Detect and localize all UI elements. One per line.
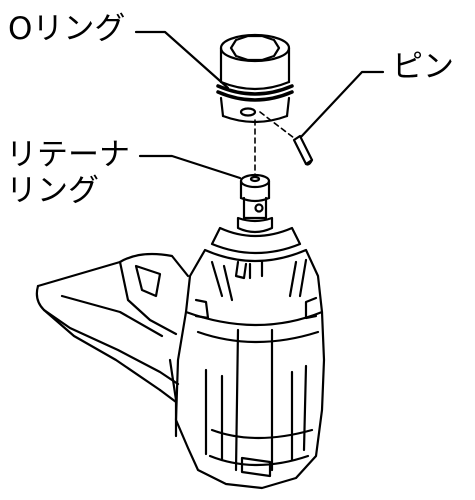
pin-alignment-dashed-line (259, 111, 295, 139)
o-ring-leader-line (134, 30, 230, 90)
anvil (236, 173, 274, 234)
o-ring (216, 84, 294, 96)
pin (292, 134, 314, 166)
pin-leader-line (298, 70, 385, 140)
tool-handle (35, 252, 190, 438)
o-ring-label: Oリング (8, 11, 126, 47)
retainer-ring-leader-line (138, 154, 242, 180)
pin-label: ピン (392, 49, 454, 85)
retainer-ring-label-line2: リング (6, 173, 99, 209)
socket (216, 33, 294, 124)
tool-body (174, 226, 326, 490)
retainer-ring-label-line1: リテーナ (6, 137, 130, 173)
